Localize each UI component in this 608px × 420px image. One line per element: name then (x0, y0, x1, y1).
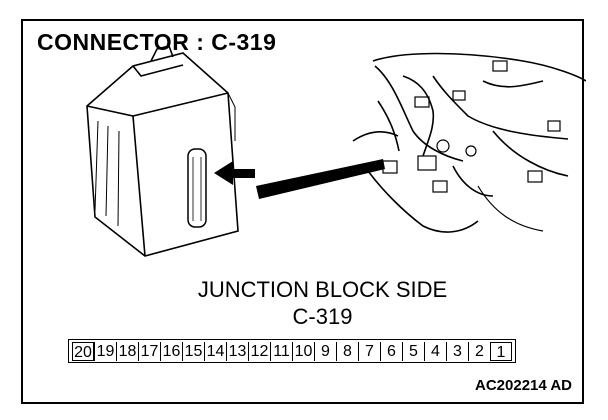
pointer-arrow-icon (214, 159, 385, 199)
pin-8: 8 (336, 341, 358, 361)
pin-5: 5 (402, 341, 424, 361)
pin-4: 4 (424, 341, 446, 361)
wiring-harness-icon (352, 52, 586, 233)
diagram-frame: CONNECTOR : C-319 (21, 19, 586, 404)
pin-7: 7 (358, 341, 380, 361)
pin-10: 10 (292, 341, 314, 361)
pin-1: 1 (490, 341, 512, 361)
junction-block-side-label: JUNCTION BLOCK SIDE (197, 277, 448, 302)
pin-12: 12 (248, 341, 270, 361)
pin-17: 17 (138, 341, 160, 361)
pin-15: 15 (182, 341, 204, 361)
figure-code: AC202214 AD (475, 377, 572, 394)
pin-11: 11 (270, 341, 292, 361)
pin-3: 3 (446, 341, 468, 361)
pin-2: 2 (468, 341, 490, 361)
pin-18: 18 (116, 341, 138, 361)
pin-9: 9 (314, 341, 336, 361)
pin-19: 19 (94, 341, 116, 361)
pin-6: 6 (380, 341, 402, 361)
pin-13: 13 (226, 341, 248, 361)
junction-block-illustration (86, 45, 586, 257)
pin-16: 16 (160, 341, 182, 361)
pin-14: 14 (204, 341, 226, 361)
connector-id-label: C-319 (292, 304, 353, 329)
pin-20: 20 (72, 341, 94, 361)
junction-block-icon (86, 45, 239, 257)
